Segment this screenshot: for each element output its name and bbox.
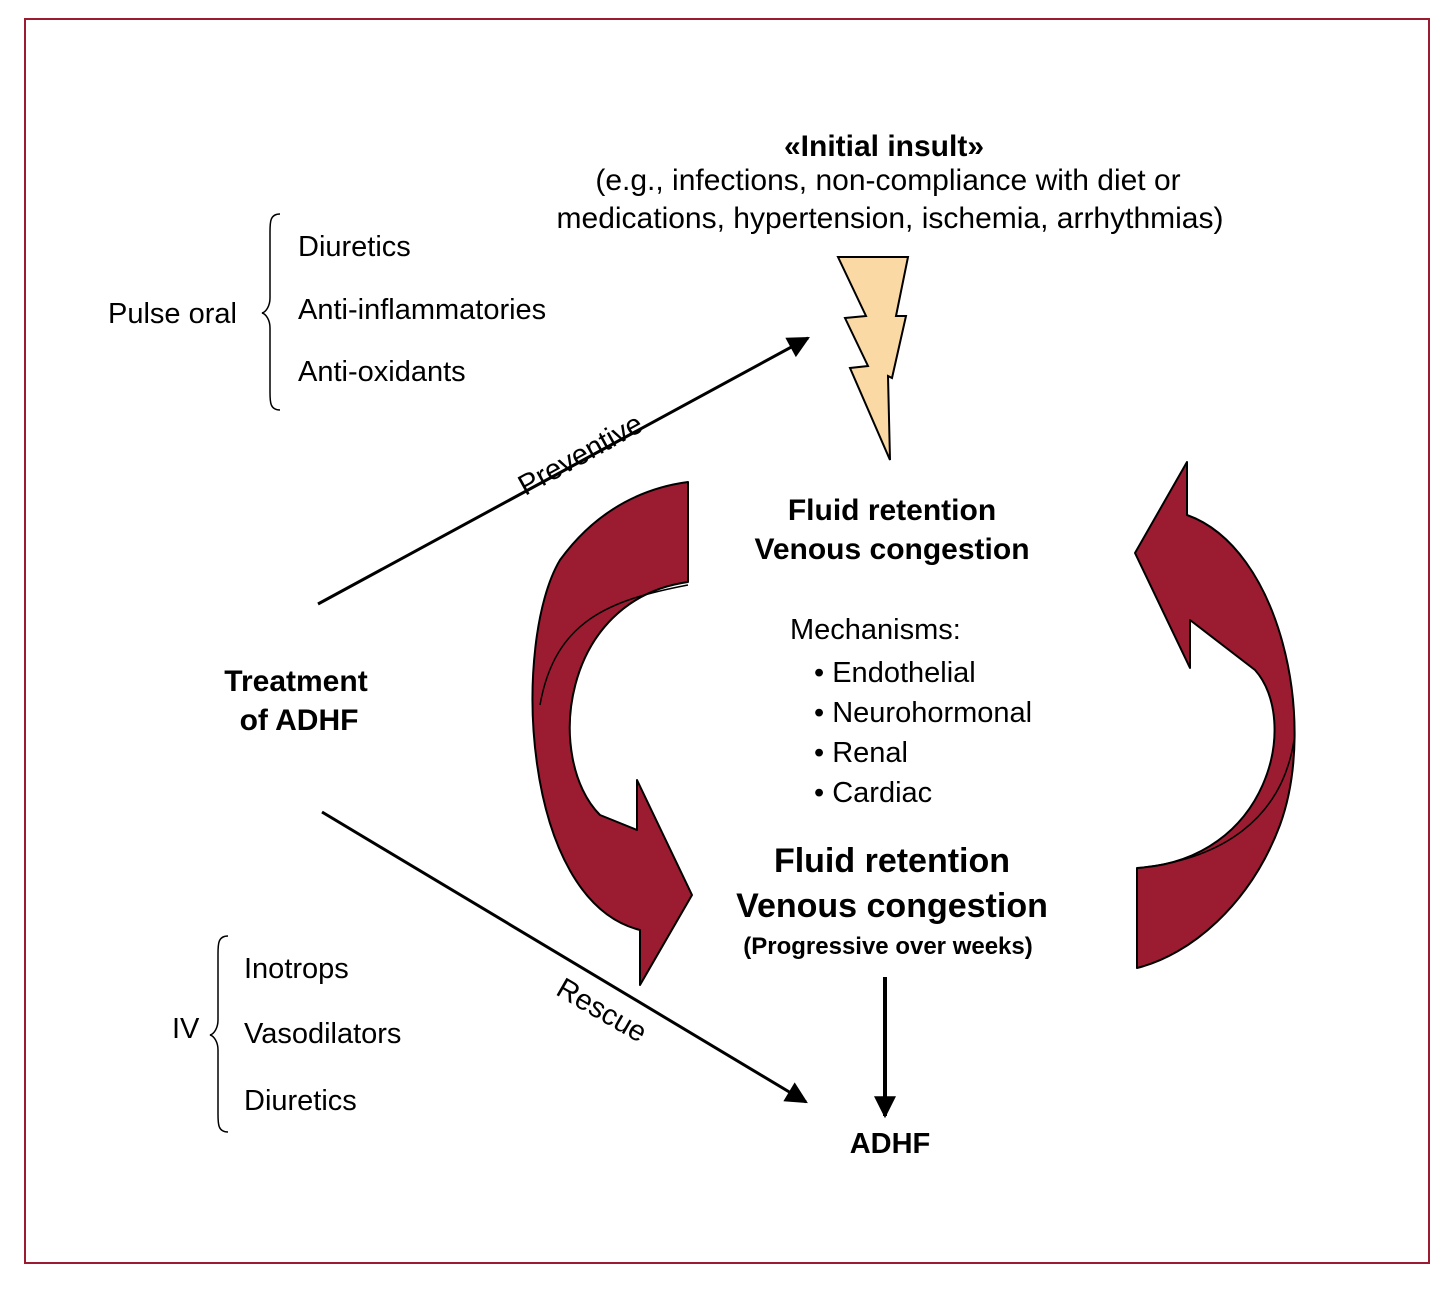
iv-label: IV bbox=[172, 1013, 200, 1045]
pulse-oral-label: Pulse oral bbox=[108, 298, 237, 330]
iv-item: Diuretics bbox=[244, 1085, 357, 1117]
pulse-oral-item: Anti-inflammatories bbox=[298, 294, 547, 326]
diagram-frame bbox=[24, 18, 1430, 1264]
pulse-oral-item: Anti-oxidants bbox=[298, 356, 466, 388]
adhf-outcome: ADHF bbox=[849, 1128, 931, 1160]
right-curved-arrow bbox=[1134, 461, 1296, 969]
treatment-line2: of ADHF bbox=[239, 704, 359, 737]
lightning-bolt-icon bbox=[836, 256, 910, 461]
rescue-arrow bbox=[321, 810, 808, 1104]
initial-insult-examples-line2: medications, hypertension, ischemia, arr… bbox=[556, 202, 1224, 235]
venous-congestion-top: Venous congestion bbox=[754, 533, 1030, 566]
fluid-retention-top: Fluid retention bbox=[787, 494, 997, 527]
initial-insult-examples-line1: (e.g., infections, non-compliance with d… bbox=[595, 164, 1181, 197]
fluid-retention-bottom: Fluid retention bbox=[773, 842, 1011, 880]
progressive-note: (Progressive over weeks) bbox=[743, 933, 1033, 960]
mechanism-item: Cardiac bbox=[814, 779, 932, 808]
iv-item: Inotrops bbox=[244, 953, 349, 985]
mechanisms-heading: Mechanisms: bbox=[790, 614, 961, 646]
mechanism-item: Renal bbox=[814, 739, 908, 768]
iv-brace bbox=[209, 935, 229, 1133]
iv-item: Vasodilators bbox=[244, 1018, 402, 1050]
mechanism-item: Neurohormonal bbox=[814, 699, 1032, 728]
initial-insult-title: «Initial insult» bbox=[783, 130, 985, 163]
mechanism-item: Endothelial bbox=[814, 659, 976, 688]
preventive-arrow bbox=[317, 336, 810, 606]
pulse-oral-brace bbox=[261, 213, 281, 411]
treatment-line1: Treatment bbox=[224, 665, 368, 698]
left-curved-arrow bbox=[531, 481, 693, 986]
pulse-oral-item: Diuretics bbox=[298, 231, 411, 263]
venous-congestion-bottom: Venous congestion bbox=[736, 887, 1048, 925]
